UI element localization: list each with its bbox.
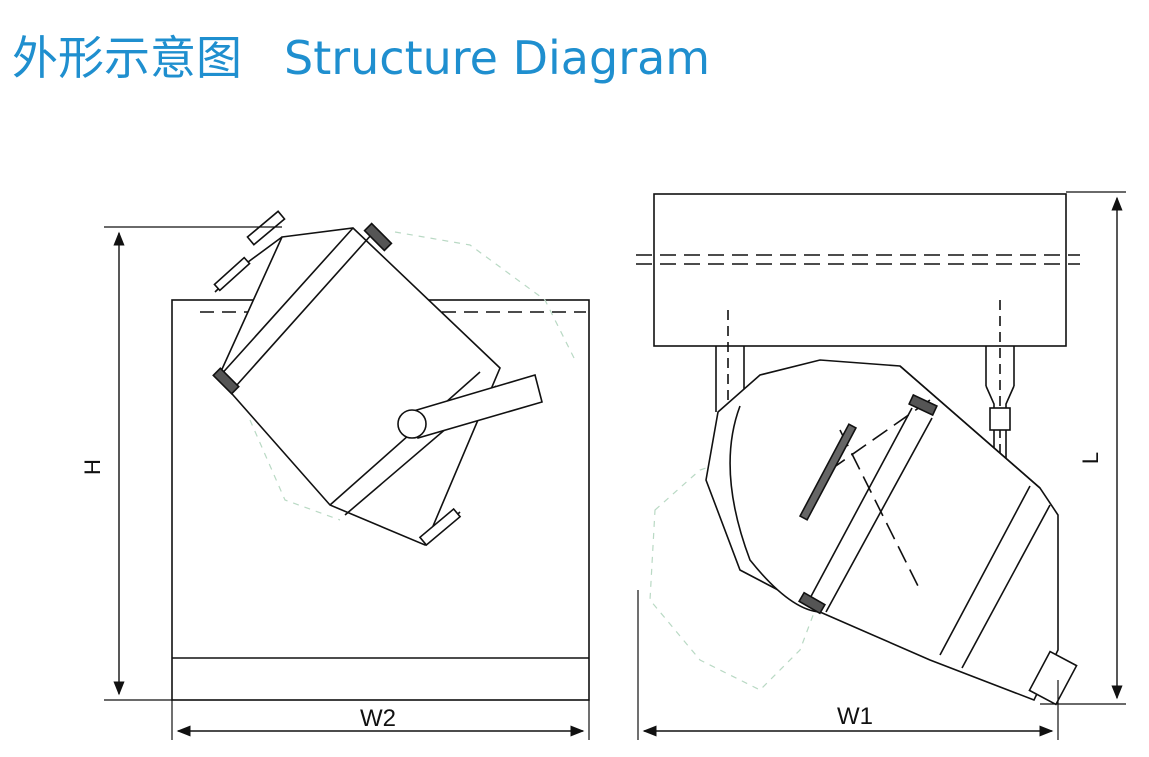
l-label: L (1078, 452, 1103, 464)
top-outlet (1028, 650, 1078, 706)
side-outlet (418, 507, 462, 547)
side-port (213, 256, 251, 292)
title-english: Structure Diagram (284, 31, 711, 85)
drum-band-4 (961, 504, 1051, 669)
drum-band-1 (807, 407, 913, 603)
side-view (104, 210, 590, 740)
h-label: H (80, 459, 105, 475)
side-left-clamp (212, 367, 240, 395)
side-drum (214, 227, 501, 547)
side-pivot-circle (397, 409, 427, 439)
w2-label: W2 (360, 705, 396, 732)
w1-label: W1 (837, 703, 873, 730)
page-title: 外形示意图 Structure Diagram (12, 22, 710, 88)
top-clamp-lower (798, 591, 826, 615)
title-chinese: 外形示意图 (12, 31, 242, 85)
drum-band-3 (939, 485, 1031, 656)
top-view (636, 191, 1126, 740)
drum-inner-axis-1 (839, 429, 921, 591)
top-beam (653, 193, 1067, 347)
drum-inner-axis-2 (829, 399, 931, 471)
drum-band-2 (825, 417, 933, 613)
side-right-clamp (363, 222, 393, 252)
top-clamp-upper (908, 393, 938, 417)
top-feed-port (798, 423, 858, 521)
top-drum (705, 359, 1059, 702)
side-ghost-drum (249, 231, 576, 521)
side-top-clamp (246, 210, 286, 246)
right-arm-joint (989, 407, 1011, 431)
